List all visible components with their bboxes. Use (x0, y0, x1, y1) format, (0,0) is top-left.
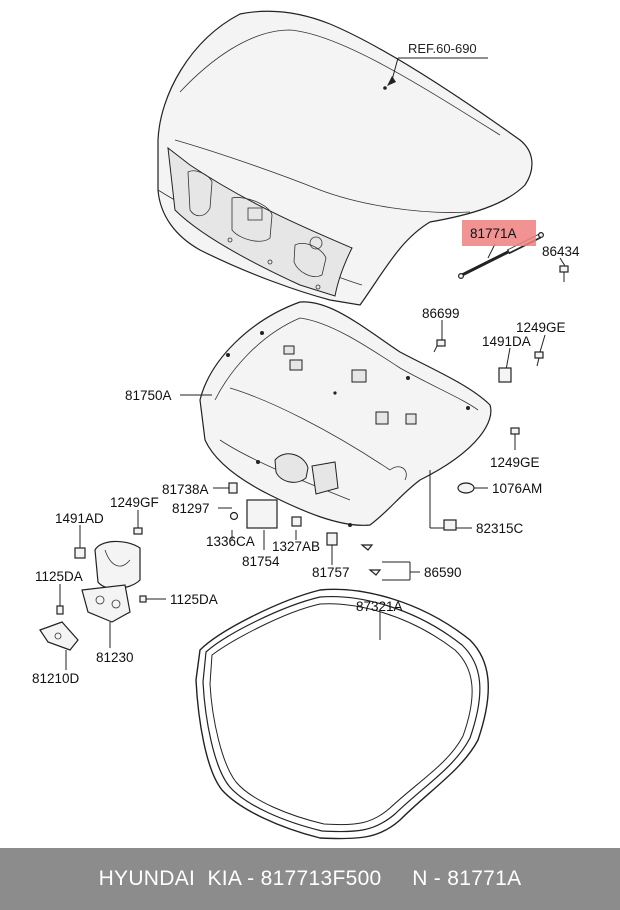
label-1249GE-bottom: 1249GE (490, 455, 540, 470)
label-1125DA-right: 1125DA (170, 592, 218, 607)
parts-diagram: REF.60-690 81771A 86434 86699 1249GE 149… (32, 10, 580, 840)
ref-label: REF.60-690 (408, 41, 477, 56)
part-labels: REF.60-690 81771A 86434 86699 1249GE 149… (32, 41, 580, 686)
fasteners (56, 339, 544, 615)
label-82315C: 82315C (476, 521, 524, 536)
label-81297: 81297 (172, 501, 210, 516)
label-86434: 86434 (542, 244, 580, 259)
latch-assembly (39, 540, 141, 651)
label-81210D: 81210D (32, 671, 80, 686)
label-87321A: 87321A (356, 599, 403, 614)
trunk-lid (157, 10, 533, 306)
label-1125DA-left: 1125DA (35, 569, 83, 584)
label-81754: 81754 (242, 554, 280, 569)
highlight-box (462, 220, 536, 246)
weatherstrip (195, 588, 489, 840)
label-1491AD: 1491AD (55, 511, 104, 526)
label-1076AM: 1076AM (492, 481, 542, 496)
label-81738A: 81738A (162, 482, 209, 497)
label-86699: 86699 (422, 306, 460, 321)
footer-part-number: HYUNDAI KIA - 817713F500 N - 81771A (98, 867, 522, 890)
label-1249GE-top: 1249GE (516, 320, 566, 335)
label-1327AB: 1327AB (272, 539, 320, 554)
label-81771A: 81771A (470, 226, 517, 241)
label-81757: 81757 (312, 565, 350, 580)
trunk-lid-trim (199, 301, 492, 527)
label-81230: 81230 (96, 650, 134, 665)
label-1336CA: 1336CA (206, 534, 255, 549)
label-1249GF: 1249GF (110, 495, 159, 510)
label-81750A: 81750A (125, 388, 172, 403)
label-1491DA-right: 1491DA (482, 334, 531, 349)
label-86590: 86590 (424, 565, 462, 580)
footer-bar: HYUNDAI KIA - 817713F500 N - 81771A (0, 848, 620, 910)
